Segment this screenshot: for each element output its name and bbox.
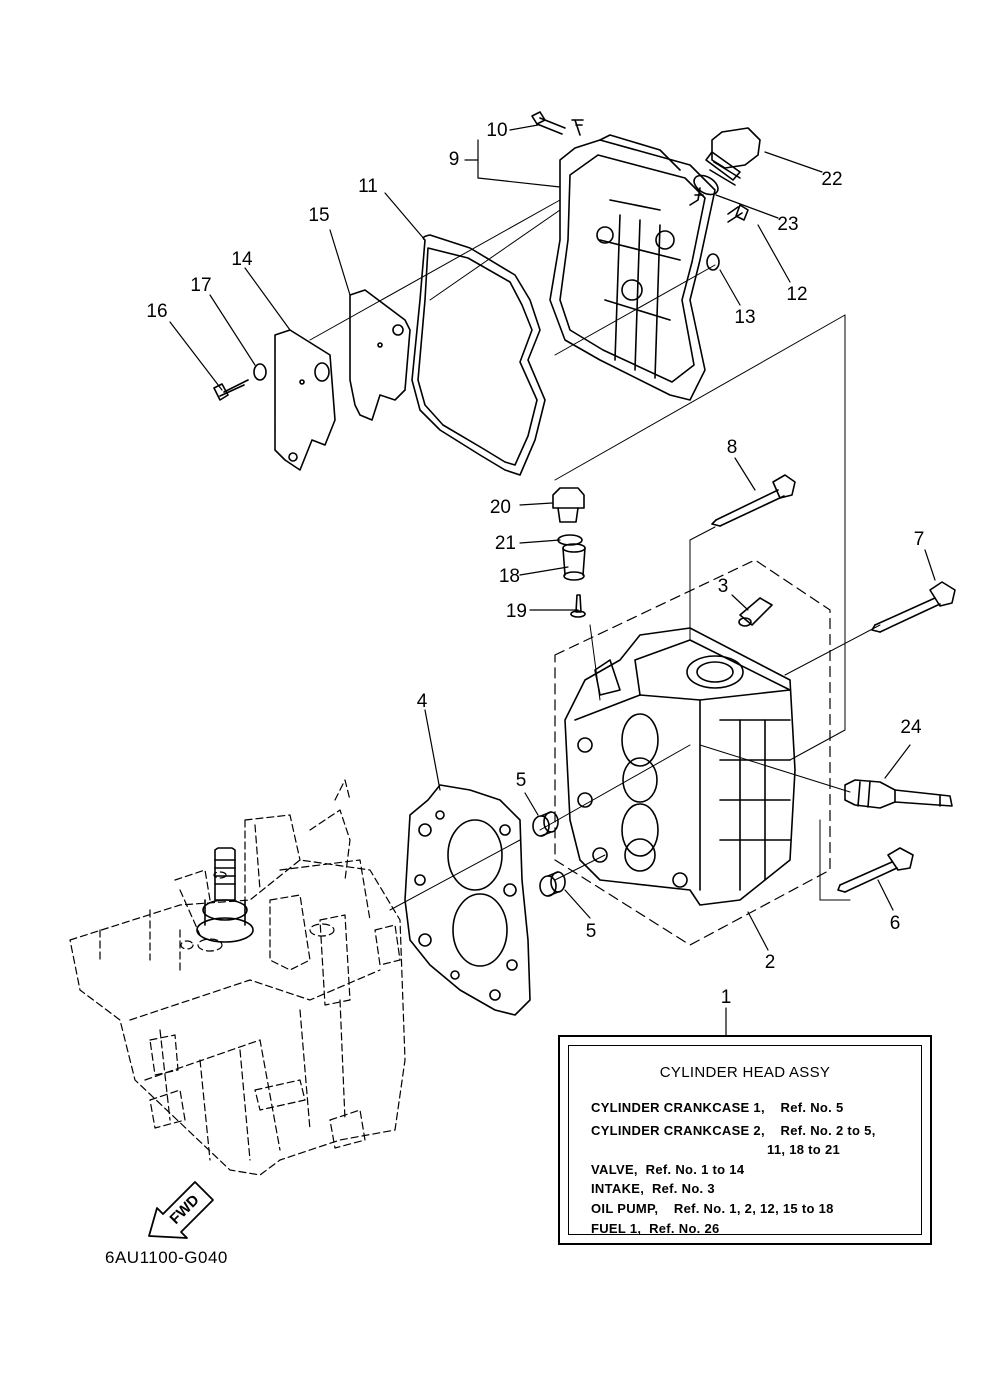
callout-13: 13 — [734, 307, 756, 328]
callout-19: 19 — [505, 601, 527, 622]
oil-filler-cap — [705, 127, 761, 186]
pin-19 — [570, 594, 586, 618]
head-gasket — [404, 784, 531, 1016]
callout-16: 16 — [146, 301, 168, 322]
callout-8: 8 — [726, 437, 738, 458]
plate-15 — [349, 289, 411, 421]
callout-14: 14 — [231, 249, 253, 270]
callout-12: 12 — [786, 284, 808, 305]
callout-6: 6 — [889, 913, 901, 934]
reference-line: VALVE, Ref. No. 1 to 14 — [591, 1162, 745, 1177]
callout-11: 11 — [358, 176, 378, 197]
spark-plug — [844, 779, 953, 809]
crankshaft-end — [196, 847, 254, 943]
sleeve-18 — [562, 543, 586, 581]
callout-1: 1 — [720, 987, 732, 1008]
bolt-7 — [871, 581, 956, 633]
reference-box: CYLINDER HEAD ASSY CYLINDER CRANKCASE 1,… — [558, 1035, 932, 1245]
callout-23: 23 — [777, 214, 799, 235]
diagram-code: 6AU1100-G040 — [105, 1248, 228, 1267]
dowel-5b — [539, 871, 566, 897]
callout-9: 9 — [448, 149, 460, 170]
fwd-arrow-icon: FWD — [148, 1181, 214, 1239]
reference-line: CYLINDER CRANKCASE 2, Ref. No. 2 to 5, — [591, 1123, 876, 1138]
reference-line: FUEL 1, Ref. No. 26 — [591, 1221, 720, 1236]
bolt-8 — [711, 474, 796, 527]
pin-3 — [738, 597, 773, 627]
callout-20: 20 — [489, 497, 511, 518]
o-ring-23 — [693, 174, 719, 196]
reference-box-inner: CYLINDER HEAD ASSY CYLINDER CRANKCASE 1,… — [568, 1045, 922, 1236]
callout-18: 18 — [498, 566, 520, 587]
plug-20 — [552, 487, 585, 523]
washer-13 — [706, 253, 720, 271]
bolt-10 — [531, 111, 566, 135]
plate-14 — [274, 329, 336, 471]
callout-17: 17 — [190, 275, 212, 296]
screw-12 — [727, 204, 749, 223]
callout-7: 7 — [913, 529, 925, 550]
cylinder-head — [554, 559, 831, 946]
callout-5a: 5 — [515, 770, 527, 791]
leader-lines — [169, 124, 936, 1036]
callout-22: 22 — [821, 169, 843, 190]
callout-21: 21 — [494, 533, 516, 554]
callout-24: 24 — [900, 717, 922, 738]
reference-line: INTAKE, Ref. No. 3 — [591, 1181, 715, 1196]
callout-3: 3 — [717, 576, 729, 597]
callout-5b: 5 — [585, 921, 597, 942]
washer-17 — [253, 363, 267, 381]
screw-16 — [213, 379, 249, 401]
reference-line: CYLINDER CRANKCASE 1, Ref. No. 5 — [591, 1100, 844, 1115]
callout-10: 10 — [486, 120, 508, 141]
crankcase-block — [69, 779, 406, 1176]
cover-gasket — [411, 234, 546, 476]
reference-box-title: CYLINDER HEAD ASSY — [659, 1064, 831, 1081]
valve-cover — [549, 119, 716, 401]
dowel-5a — [532, 811, 559, 837]
bolt-6 — [837, 847, 914, 893]
reference-line: OIL PUMP, Ref. No. 1, 2, 12, 15 to 18 — [591, 1201, 834, 1216]
callout-2: 2 — [764, 952, 776, 973]
callout-4: 4 — [416, 691, 428, 712]
reference-line: 11, 18 to 21 — [591, 1142, 841, 1157]
callout-15: 15 — [308, 205, 330, 226]
